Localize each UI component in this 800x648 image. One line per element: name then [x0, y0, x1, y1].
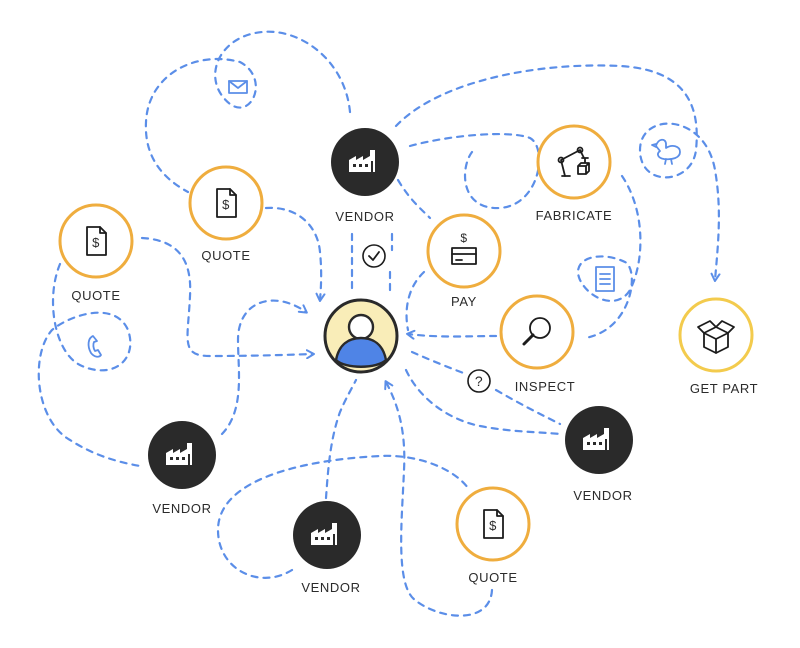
user-node[interactable]: [323, 298, 399, 374]
path-quote-phone-vendor: [37, 262, 142, 468]
path-inspect-to-user: [406, 329, 498, 340]
get-part-node[interactable]: [678, 297, 754, 373]
vendor-right-label: VENDOR: [573, 488, 632, 503]
path-vendor-pay: [396, 178, 432, 220]
check-icon: [362, 244, 386, 268]
path-vendor-fabricate: [408, 132, 541, 210]
dollar-sign: $: [92, 235, 100, 250]
pay-dollar-sign: $: [460, 231, 467, 245]
fabricate-node[interactable]: [536, 124, 612, 200]
envelope-icon: [228, 80, 248, 94]
path-bottomquote-to-user: [384, 380, 494, 617]
pay-node[interactable]: $: [426, 213, 502, 289]
path-pay-inspect: [405, 270, 426, 332]
duck-icon: [651, 138, 681, 165]
dollar-sign: $: [489, 518, 497, 533]
quote-node-left[interactable]: $: [58, 203, 134, 279]
get-part-label: GET PART: [690, 381, 758, 396]
pay-label: PAY: [451, 294, 477, 309]
path-fabricate-doc-inspect: [577, 174, 642, 340]
magnifier-icon: [522, 317, 551, 346]
fabricate-label: FABRICATE: [536, 208, 613, 223]
path-bottomvendor-quote-loop: [216, 454, 470, 579]
card-icon: [451, 247, 477, 265]
vendor-node-top[interactable]: [331, 128, 399, 196]
box-icon: [697, 320, 735, 354]
path-quote-to-user: [264, 206, 326, 302]
quote-node-upper[interactable]: $: [188, 165, 264, 241]
quote-left-label: QUOTE: [71, 288, 120, 303]
vendor-node-right[interactable]: [565, 406, 633, 474]
path-leftvendor-to-user: [220, 299, 308, 436]
path-leftquote-to-user: [140, 236, 315, 360]
path-question-vendor: [494, 388, 562, 426]
quote-upper-label: QUOTE: [201, 248, 250, 263]
inspect-label: INSPECT: [515, 379, 576, 394]
path-vendor-duck-getpart: [394, 64, 721, 282]
path-vendor-envelope-quote: [144, 30, 352, 194]
path-user-question: [410, 350, 468, 376]
path-bottomvendor-to-user: [324, 378, 358, 500]
doc-small-icon: [595, 266, 615, 292]
inspect-node[interactable]: [499, 294, 575, 370]
vendor-node-bottom[interactable]: [293, 501, 361, 569]
question-icon: ?: [467, 369, 491, 393]
quote-node-bottom[interactable]: $: [455, 486, 531, 562]
user-icon: [334, 313, 388, 368]
phone-icon: [87, 335, 102, 358]
path-user-vendorright: [404, 368, 562, 436]
vendor-bottom-label: VENDOR: [301, 580, 360, 595]
vendor-top-label: VENDOR: [335, 209, 394, 224]
dollar-sign: $: [222, 197, 230, 212]
quote-bottom-label: QUOTE: [468, 570, 517, 585]
question-mark: ?: [475, 373, 483, 389]
vendor-node-left[interactable]: [148, 421, 216, 489]
vendor-left-label: VENDOR: [152, 501, 211, 516]
robot-arm-icon: [557, 146, 590, 177]
